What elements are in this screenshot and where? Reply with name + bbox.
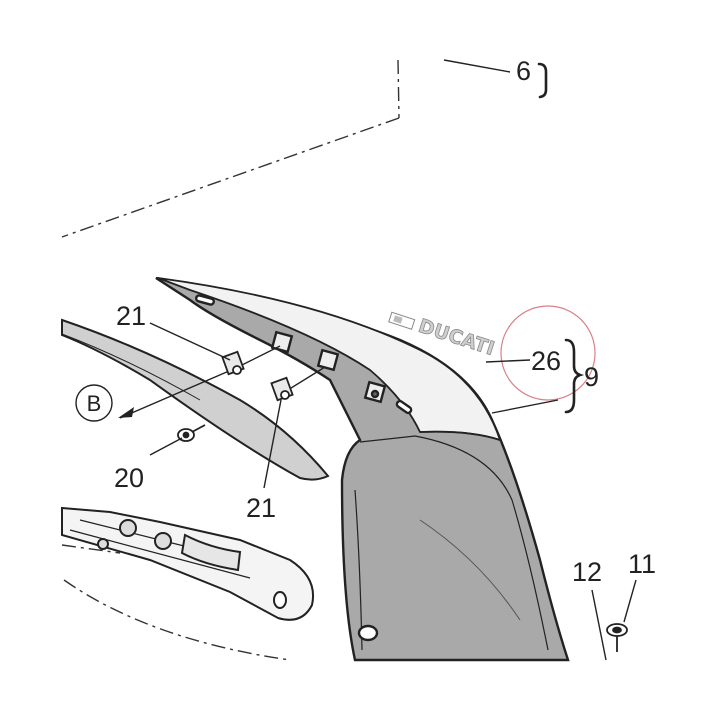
callout-11: 11 [628,549,656,579]
screw-11 [606,623,628,652]
callout-12: 12 [572,557,602,587]
highlight-circle [500,305,596,401]
callout-21-upper: 21 [116,301,146,331]
callout-9: 9 [584,362,599,392]
callout-leaders [149,59,637,661]
callout-26: 26 [531,346,561,376]
braces [537,62,585,414]
fairing-panel [155,276,570,662]
clip-21-lower [270,376,294,402]
view-b-marker: B [75,384,134,422]
callout-6: 6 [516,56,531,86]
callout-20: 20 [114,463,144,493]
frame-bracket [61,506,314,621]
phantom-reference-lines [61,59,400,661]
clip-21-upper [221,350,245,376]
view-label-b: B [87,391,102,416]
callout-21-lower: 21 [246,493,276,523]
